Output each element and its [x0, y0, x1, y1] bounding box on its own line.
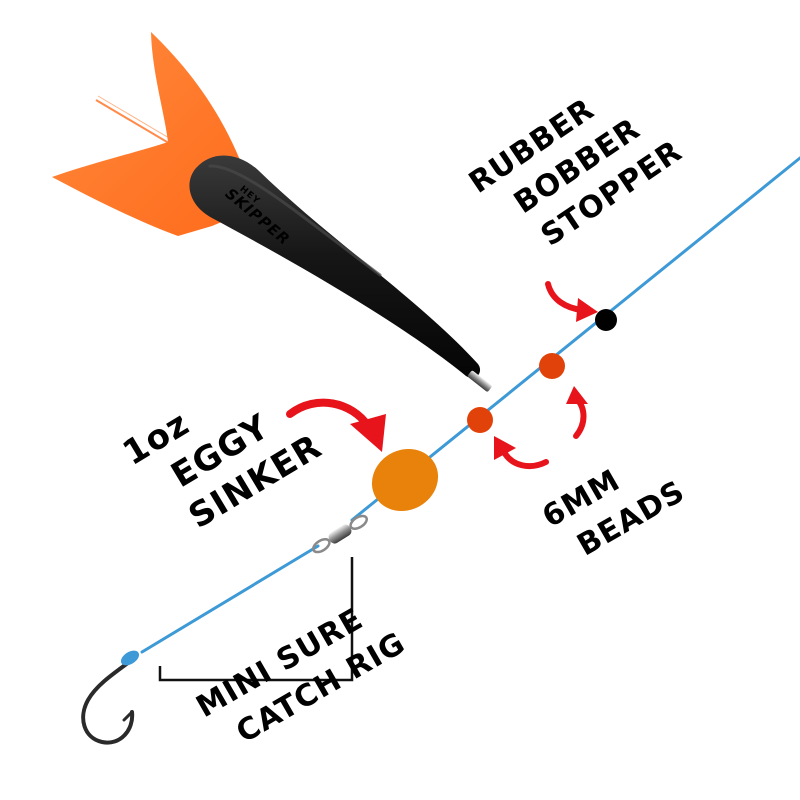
foam-float: HEY SKIPPER: [52, 32, 492, 392]
arrow-to-stopper: [545, 281, 585, 313]
float-body: [189, 155, 481, 378]
fish-hook-icon: [81, 650, 140, 745]
label-rubber-bobber-stopper: RUBBER BOBBER STOPPER: [463, 92, 689, 254]
label-eggy-sinker: 1oz EGGY SINKER: [116, 403, 329, 536]
bead-lower: [467, 407, 493, 433]
fishing-line-lower: [140, 544, 320, 654]
barrel-swivel-icon: [312, 514, 368, 554]
label-mini-sure-catch-rig: MINI SURE CATCH RIG: [191, 601, 412, 750]
eggy-sinker: [371, 448, 439, 512]
curved-arrow-icon: [286, 281, 598, 470]
rubber-bobber-stopper: [595, 309, 617, 331]
label-6mm-beads: 6MM BEADS: [537, 463, 692, 563]
arrow-to-bead-lower: [501, 449, 549, 470]
float-metal-tip: [467, 370, 492, 392]
hook-sleeve: [120, 650, 140, 666]
arrow-to-sinker: [286, 398, 372, 430]
rig-bracket: [158, 557, 354, 682]
bead-upper: [539, 353, 565, 379]
